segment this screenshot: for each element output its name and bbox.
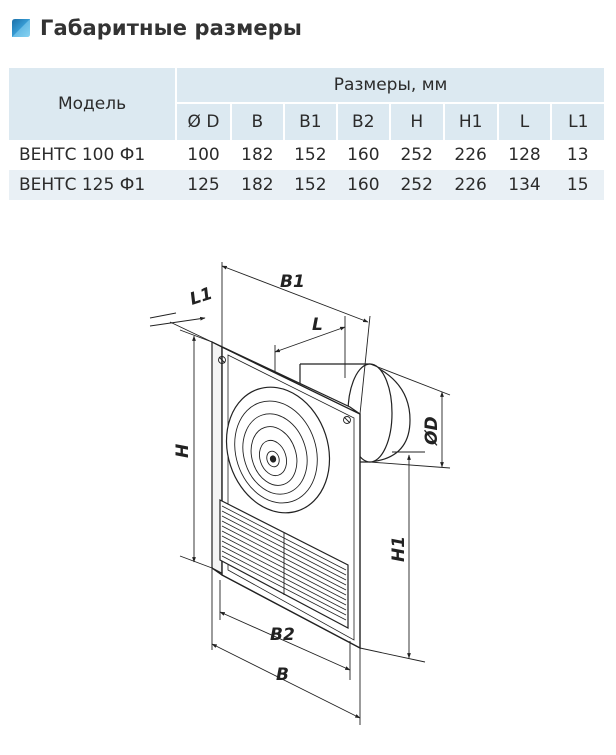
label-b1: B1 bbox=[280, 272, 305, 292]
value-cell: 100 bbox=[176, 140, 231, 170]
panel-top-edge bbox=[211, 341, 361, 415]
column-header-b: B bbox=[230, 103, 285, 140]
value-cell: 160 bbox=[336, 140, 390, 170]
table-row: ВЕНТС 125 Ф1 125 182 152 160 252 226 134… bbox=[9, 170, 604, 200]
dimensions-group-header: Размеры, мм bbox=[176, 68, 604, 104]
section-header: Габаритные размеры bbox=[10, 12, 302, 44]
column-header-h: H bbox=[389, 103, 445, 140]
value-cell: 226 bbox=[443, 170, 498, 200]
duct-cylinder bbox=[299, 363, 411, 463]
label-b2: B2 bbox=[270, 625, 295, 645]
value-cell: 226 bbox=[443, 140, 498, 170]
round-grille bbox=[225, 386, 331, 514]
value-cell: 182 bbox=[230, 140, 284, 170]
model-cell: ВЕНТС 100 Ф1 bbox=[9, 140, 177, 170]
value-cell: 15 bbox=[551, 170, 604, 200]
model-cell: ВЕНТС 125 Ф1 bbox=[9, 170, 177, 200]
column-header-b1: B1 bbox=[283, 103, 338, 140]
panel-front-face bbox=[221, 345, 361, 650]
value-cell: 152 bbox=[283, 170, 337, 200]
column-header-l: L bbox=[497, 103, 553, 140]
louver-grille bbox=[219, 499, 349, 629]
dimension-line-b bbox=[211, 643, 361, 719]
value-cell: 252 bbox=[389, 140, 444, 170]
table-row: ВЕНТС 100 Ф1 100 182 152 160 252 226 128… bbox=[9, 140, 604, 170]
page-title: Габаритные размеры bbox=[40, 16, 302, 40]
value-cell: 134 bbox=[497, 170, 552, 200]
panel-side-face bbox=[211, 341, 361, 649]
column-header-b2: B2 bbox=[336, 103, 391, 140]
model-column-header: Модель bbox=[9, 68, 178, 140]
screw-marks bbox=[218, 356, 351, 424]
label-h1: H1 bbox=[389, 536, 409, 562]
value-cell: 252 bbox=[389, 170, 444, 200]
value-cell: 152 bbox=[283, 140, 337, 170]
value-cell: 125 bbox=[176, 170, 231, 200]
label-l1: L1 bbox=[187, 284, 215, 310]
label-h: H bbox=[173, 444, 193, 458]
value-cell: 182 bbox=[230, 170, 284, 200]
column-header-d: Ø D bbox=[176, 103, 232, 140]
dimension-line-b2 bbox=[219, 611, 351, 671]
label-b: B bbox=[276, 665, 289, 685]
panel-inner-frame bbox=[227, 354, 355, 641]
value-cell: 13 bbox=[551, 140, 604, 170]
label-l: L bbox=[312, 315, 323, 335]
column-header-l1: L1 bbox=[551, 103, 604, 140]
blue-gradient-square-icon bbox=[12, 19, 30, 37]
value-cell: 160 bbox=[336, 170, 390, 200]
column-header-h1: H1 bbox=[443, 103, 499, 140]
value-cell: 128 bbox=[497, 140, 552, 170]
dimensions-table: Модель Размеры, мм Ø D B B1 B2 H H1 L L1… bbox=[9, 68, 604, 200]
dimension-line-b1 bbox=[221, 265, 369, 323]
label-d: ØD bbox=[422, 416, 442, 446]
dimension-line-l1 bbox=[149, 312, 177, 319]
dimension-line-l bbox=[274, 326, 346, 353]
